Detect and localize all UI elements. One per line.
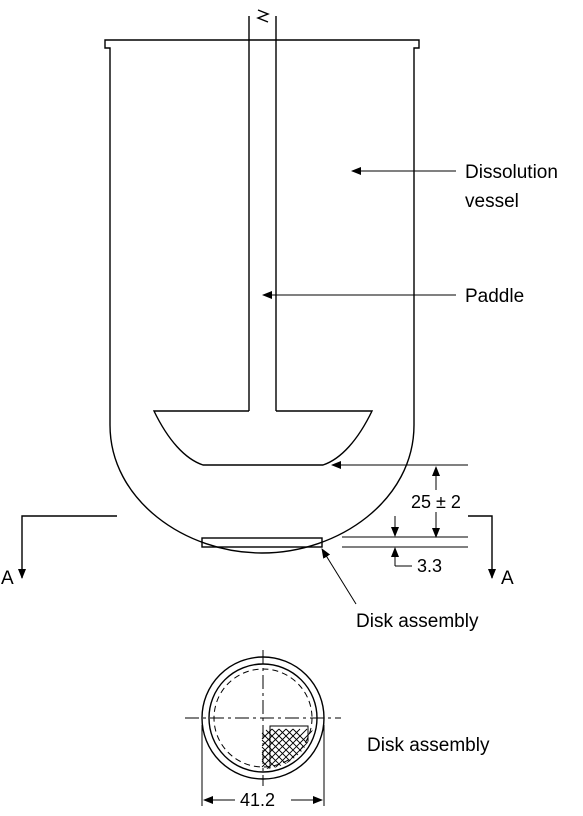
disk-assembly-top-view xyxy=(185,650,341,806)
disk-assembly-side-view xyxy=(201,537,323,548)
section-line-a-a xyxy=(18,515,496,579)
paddle xyxy=(152,9,374,466)
dimension-3-3 xyxy=(342,516,468,567)
vessel-label-line2: vessel xyxy=(465,191,519,212)
disk-assembly-top-label: Disk assembly xyxy=(367,735,490,756)
leader-arrows xyxy=(262,167,468,605)
section-label-left: A xyxy=(1,568,14,589)
disk-assembly-side-label: Disk assembly xyxy=(356,611,479,632)
distance-label: 25 ± 2 xyxy=(411,492,461,512)
diameter-label: 41.2 xyxy=(240,790,275,810)
vessel-label-line1: Dissolution xyxy=(465,162,558,183)
paddle-label: Paddle xyxy=(465,286,524,307)
section-label-right: A xyxy=(501,568,514,589)
gap-label: 3.3 xyxy=(417,556,442,576)
mesh-screen xyxy=(261,725,314,769)
dissolution-vessel xyxy=(104,39,420,554)
